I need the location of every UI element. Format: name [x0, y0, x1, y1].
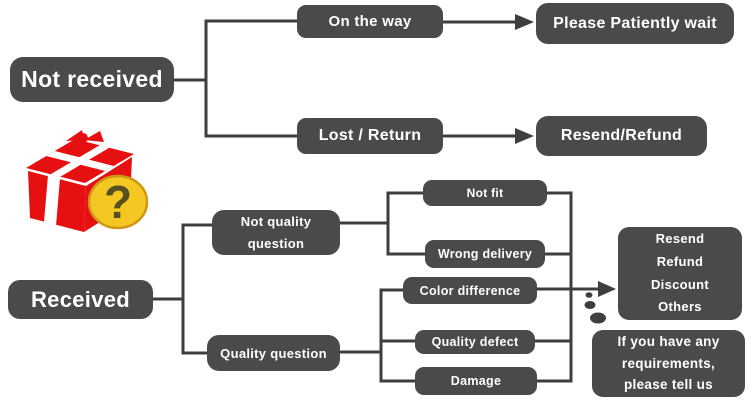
resolution-line-refund: Refund	[656, 253, 704, 269]
node-resolution-options: Resend Refund Discount Others	[618, 227, 742, 320]
node-not-quality-line-1: Not quality	[240, 214, 312, 230]
node-not-received-label: Not received	[21, 66, 163, 92]
thought-dot-medium	[584, 301, 596, 309]
connector-received-bracket	[181, 223, 212, 355]
node-not-fit-label: Not fit	[466, 186, 504, 200]
connector-collector	[537, 191, 573, 383]
thought-dot-small	[585, 292, 593, 298]
node-quality-question: Quality question	[207, 335, 340, 371]
question-mark-glyph: ?	[104, 176, 132, 228]
node-on-the-way-label: On the way	[328, 13, 412, 30]
connector-not-quality-bracket	[386, 191, 425, 256]
resolution-line-resend: Resend	[655, 231, 705, 246]
connector-quality-bracket	[379, 288, 415, 383]
node-on-the-way: On the way	[297, 5, 443, 38]
gift-bow	[66, 130, 104, 143]
arrow-resolution-head	[598, 281, 616, 297]
arrow-on-the-way-head	[515, 14, 534, 30]
node-quality-defect: Quality defect	[415, 330, 535, 354]
node-requirements-note: If you have any requirements, please tel…	[592, 330, 745, 397]
node-color-difference-label: Color difference	[419, 283, 521, 298]
connector-not-received-bracket	[204, 19, 297, 138]
node-color-difference: Color difference	[403, 277, 537, 304]
node-received-label: Received	[30, 286, 130, 312]
gift-front-ribbon	[44, 175, 60, 226]
gift-lid-ribbon-b	[50, 145, 110, 177]
node-wrong-delivery-label: Wrong delivery	[437, 247, 533, 261]
requirements-line-1: If you have any	[617, 334, 720, 350]
resolution-line-discount: Discount	[650, 276, 709, 292]
thought-dot-large	[590, 312, 606, 324]
node-please-patiently-wait: Please Patiently wait	[536, 3, 734, 44]
node-damage: Damage	[415, 367, 537, 395]
requirements-line-3: please tell us	[624, 377, 713, 393]
node-not-quality-question: Not quality question	[212, 210, 340, 255]
node-quality-defect-label: Quality defect	[431, 335, 519, 349]
node-wrong-delivery: Wrong delivery	[425, 240, 545, 268]
node-not-received: Not received	[10, 57, 174, 102]
node-lost-return-label: Lost / Return	[318, 127, 422, 144]
node-resend-refund-label: Resend/Refund	[560, 127, 683, 144]
node-received: Received	[8, 280, 153, 319]
node-damage-label: Damage	[450, 374, 502, 388]
arrow-lost-return-head	[515, 128, 534, 144]
node-quality-question-label: Quality question	[220, 345, 327, 361]
node-please-wait-label: Please Patiently wait	[553, 14, 717, 32]
resolution-line-others: Others	[658, 299, 702, 315]
node-resend-refund: Resend/Refund	[536, 116, 707, 156]
question-badge	[87, 174, 149, 230]
node-lost-return: Lost / Return	[297, 118, 443, 154]
gift-box-question-icon: ?	[26, 130, 149, 232]
requirements-line-2: requirements,	[621, 355, 716, 371]
node-not-quality-line-2: question	[247, 235, 305, 251]
node-not-fit: Not fit	[423, 180, 547, 206]
